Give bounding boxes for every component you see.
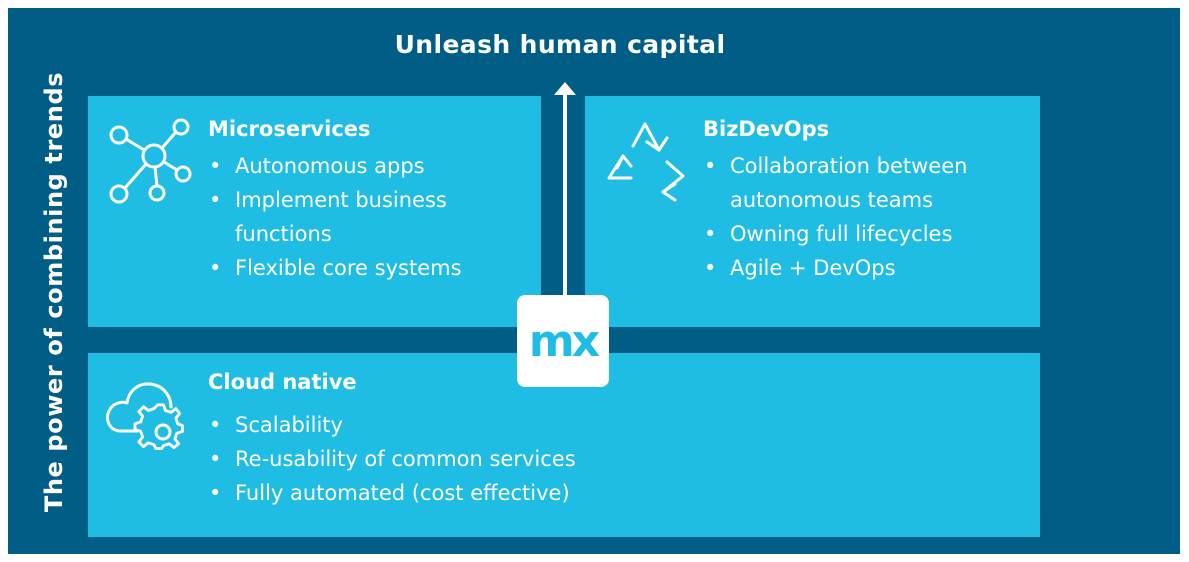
recycle-arrows-icon [607,122,685,202]
list-item: Agile + DevOps [702,251,967,285]
list-item: Owning full lifecycles [702,217,967,251]
headline: Unleash human capital [394,30,726,59]
bizdevops-title: BizDevOps [703,117,830,141]
list-item: Fully automated (cost effective) [207,476,576,510]
mendix-logo: mx [517,295,609,387]
microservices-title: Microservices [208,117,371,141]
list-item: Collaboration between [702,149,967,183]
bizdevops-box: BizDevOps Collaboration between autonomo… [585,96,1040,327]
list-item: Autonomous apps [207,149,462,183]
list-item-continued: functions [235,222,332,246]
list-item-continued: autonomous teams [730,188,934,212]
upward-arrow [554,82,576,298]
list-item: Re-usability of common services [207,442,576,476]
network-nodes-icon [109,118,192,204]
microservices-box: Microservices Autonomous apps Implement … [88,96,541,327]
side-title: The power of combining trends [40,71,68,513]
list-item: Scalability [207,408,576,442]
cloud-native-list: Scalability Re-usability of common servi… [207,408,576,510]
cloud-native-title: Cloud native [208,370,357,394]
bizdevops-list: Collaboration between autonomous teams O… [702,149,967,285]
cloud-gear-icon [106,382,184,450]
list-item: Flexible core systems [207,251,462,285]
list-item: Implement business [207,183,462,217]
microservices-list: Autonomous apps Implement business funct… [207,149,462,285]
